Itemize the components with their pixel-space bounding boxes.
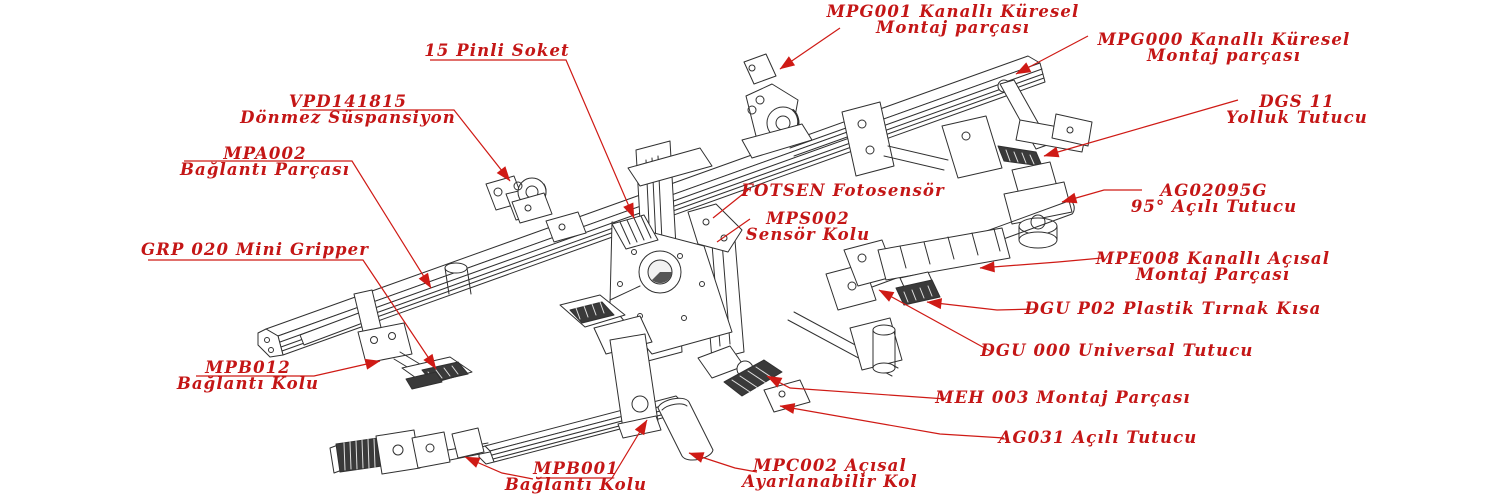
leader-line-vpd141815 [300,109,511,182]
mpg000-post [997,79,1093,153]
leader-line-dgu-000 [878,289,991,352]
leader-line-mpb001 [464,456,534,480]
leader-line-dgs11 [1043,99,1239,158]
leader-line-ag02095g [1061,189,1142,204]
mpb012-grp020-assembly [353,289,473,390]
leader-line-fotsen [712,189,749,219]
leader-line-grp020 [148,259,437,370]
leader-line-ag031 [779,403,1005,439]
fifteen-pin-socket-part [611,214,659,250]
leader-line-mpb012 [196,358,381,377]
bottom-left-arm [329,427,491,475]
leader-line-mpb001 [536,419,648,479]
leader-line-fifteen-pin-socket [430,59,635,219]
leader-line-mps002 [716,218,751,243]
rail-clamp-plates [444,192,587,295]
leader-line-mpg000 [1015,35,1089,75]
lower-right-tube [787,311,903,377]
assembly-drawing [257,53,1093,475]
leader-lines-layer [148,27,1239,480]
left-gripper-pads [559,285,641,328]
mpb001-assembly [593,315,714,461]
leader-line-mpc002 [688,452,758,473]
leader-line-mpg001 [779,27,841,70]
leader-line-mpe008 [979,257,1103,273]
leader-line-mpa002 [184,160,432,289]
top-bracket-mpg001 [741,53,813,159]
fotsen-sensor-bracket [687,203,743,253]
leader-line-meh003 [766,375,947,400]
meh003-connector [697,345,811,413]
leader-line-dgu-p02 [926,298,1036,311]
